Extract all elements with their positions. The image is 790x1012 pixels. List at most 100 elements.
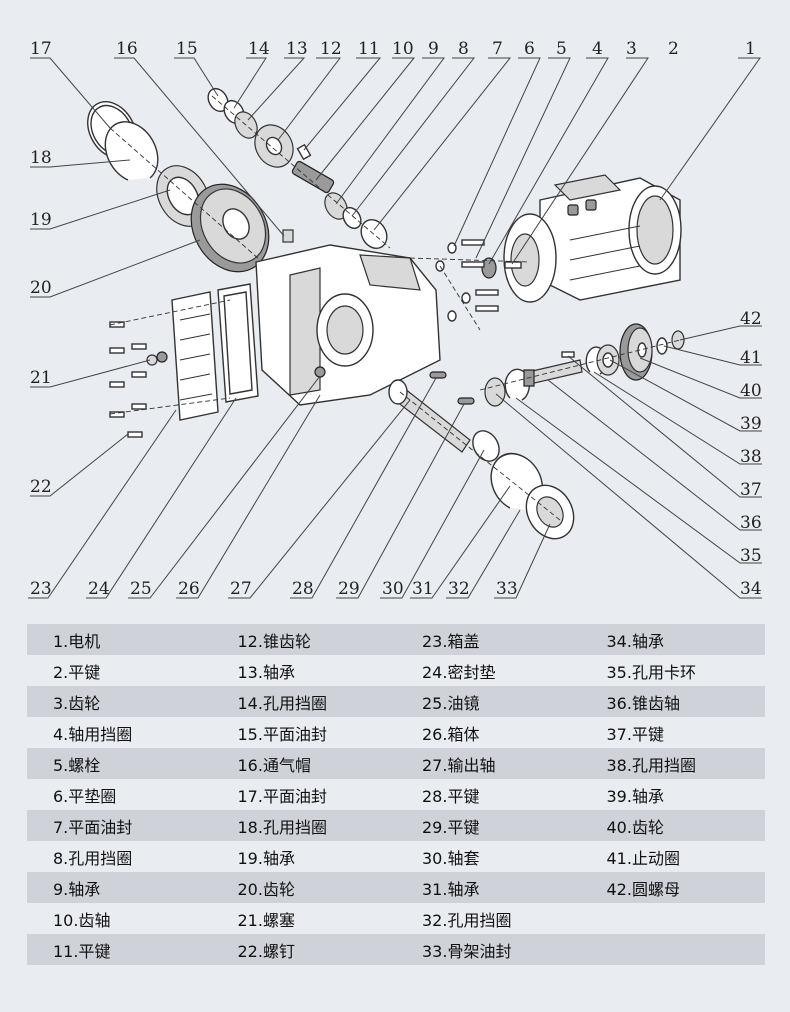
part-11-key [296,143,312,161]
callout-24: 24 [88,579,110,599]
callout-12: 12 [320,39,342,59]
legend-cell: 23.箱盖 [422,631,480,651]
legend-cell: 27.输出轴 [422,755,496,775]
callout-27: 27 [230,579,252,599]
callout-20: 20 [30,278,52,298]
callout-14: 14 [248,39,270,59]
callout-7: 7 [492,39,503,59]
callout-37: 37 [740,480,762,500]
legend-cell: 12.锥齿轮 [237,631,311,651]
legend-row: 6.平垫圈 17.平面油封 28.平键 39.轴承 [27,779,765,810]
callout-1: 1 [745,39,756,59]
callout-38: 38 [740,447,762,467]
legend-cell: 20.齿轮 [237,879,295,899]
legend-cell: 40.齿轮 [606,817,664,837]
callout-23: 23 [30,579,52,599]
legend-cell: 25.油镜 [422,693,480,713]
part-5-bolts [461,239,499,312]
legend-cell: 32.孔用挡圈 [422,910,512,930]
callout-21: 21 [30,368,52,388]
part-6-washers [435,242,471,322]
legend-cell: 5.螺栓 [53,755,101,775]
part-22-screws [109,321,147,438]
part-18-retaining-ring [104,121,159,181]
part-34-bearing [484,377,506,407]
part-39-bearing [596,344,620,376]
callout-8: 8 [458,39,469,59]
part-21-plug [146,351,168,366]
callout-36: 36 [740,513,762,533]
callout-13: 13 [286,39,308,59]
part-35-ring [504,368,530,401]
part-36-bevel-shaft [523,359,583,387]
legend-cell: 30.轴套 [422,848,480,868]
callout-39: 39 [740,414,762,434]
callout-17: 17 [30,39,52,59]
part-41-stop-ring [656,337,668,355]
part-1-motor [503,174,682,303]
legend-cell: 16.通气帽 [237,755,311,775]
legend-cell: 9.轴承 [53,879,101,899]
legend-cell: 39.轴承 [606,786,664,806]
legend-cell: 22.螺钉 [237,941,295,961]
legend-cell: 3.齿轮 [53,693,101,713]
part-20-gear [190,183,270,273]
callout-19: 19 [30,210,52,230]
legend-cell: 1.电机 [53,631,101,651]
legend-cell: 38.孔用挡圈 [606,755,696,775]
legend-cell: 13.轴承 [237,662,295,682]
legend-cell: 24.密封垫 [422,662,496,682]
legend-cell: 42.圆螺母 [606,879,680,899]
legend-cell: 8.孔用挡圈 [53,848,133,868]
callout-31: 31 [412,579,434,599]
legend-cell: 28.平键 [422,786,480,806]
callout-35: 35 [740,546,762,566]
part-3-gear [481,257,497,279]
callout-30: 30 [382,579,404,599]
part-12-bevel-gear [254,124,294,168]
legend-cell: 7.平面油封 [53,817,133,837]
part-16-breather [282,229,294,243]
part-27-output-shaft [388,379,471,453]
legend-cell: 29.平键 [422,817,480,837]
legend-row: 7.平面油封 18.孔用挡圈 29.平键 40.齿轮 [27,810,765,841]
callout-28: 28 [292,579,314,599]
callout-10: 10 [392,39,414,59]
callout-34: 34 [740,579,762,599]
leader-lines [28,57,762,599]
legend-cell: 11.平键 [53,941,111,961]
callout-18: 18 [30,148,52,168]
callout-5: 5 [556,39,567,59]
callout-22: 22 [30,477,52,497]
legend-cell: 18.孔用挡圈 [237,817,327,837]
part-26-housing [255,244,441,406]
callout-2: 2 [668,39,679,59]
legend-cell: 35.孔用卡环 [606,662,696,682]
legend-cell: 17.平面油封 [237,786,327,806]
part-29-key [457,397,475,405]
callout-40: 40 [740,381,762,401]
legend-cell: 10.齿轴 [53,910,111,930]
callout-4: 4 [592,39,603,59]
legend-cell: 36.锥齿轴 [606,693,680,713]
legend-cell: 33.骨架油封 [422,941,512,961]
callout-29: 29 [338,579,360,599]
callout-41: 41 [740,348,762,368]
part-37-key [561,351,575,358]
callout-33: 33 [496,579,518,599]
parts-drawing [87,87,685,540]
legend-cell: 6.平垫圈 [53,786,117,806]
part-25-oil-sight [314,366,326,378]
part-40-gear [619,323,653,381]
legend-cell: 34.轴承 [606,631,664,651]
legend-cell: 19.轴承 [237,848,295,868]
callout-42: 42 [740,309,762,329]
part-8-ring [342,206,362,230]
legend-cell: 26.箱体 [422,724,480,744]
